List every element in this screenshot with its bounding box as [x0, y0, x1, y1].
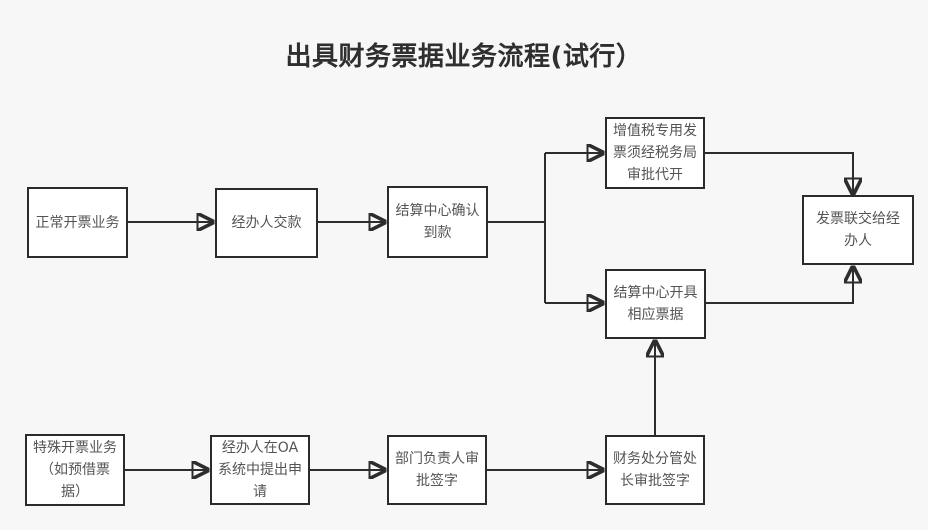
node-special-invoice-label: 特殊开票业务 （如预借票 据）	[33, 440, 117, 500]
edge-issue-to-deliver	[706, 268, 853, 304]
node-issue-bills-label: 结算中心开具 相应票据	[613, 285, 698, 323]
node-oa-apply: 经办人在OA 系统中提出申 请	[210, 435, 310, 505]
node-handler-payment: 经办人交款	[215, 188, 318, 258]
node-deliver-invoice: 发票联交给经 办人	[802, 195, 914, 265]
node-vat-approval: 增值税专用发 票须经税务局 审批代开	[605, 117, 705, 189]
node-handler-payment-label: 经办人交款	[231, 215, 302, 231]
edge-confirm-to-junction	[488, 153, 546, 303]
node-dept-sign: 部门负责人审 批签字	[387, 435, 487, 505]
node-director-sign-label: 财务处分管处 长审批签字	[613, 451, 697, 489]
node-oa-apply-label: 经办人在OA 系统中提出申 请	[218, 440, 302, 500]
node-confirm-payment: 结算中心确认 到款	[387, 186, 488, 258]
node-normal-invoice-label: 正常开票业务	[35, 214, 120, 231]
page-title: 出具财务票据业务流程(试行）	[285, 42, 643, 72]
node-normal-invoice: 正常开票业务	[27, 187, 128, 258]
node-director-sign: 财务处分管处 长审批签字	[605, 435, 705, 505]
node-vat-approval-label: 增值税专用发 票须经税务局 审批代开	[613, 123, 697, 183]
edge-vat-to-deliver	[705, 152, 853, 193]
node-special-invoice: 特殊开票业务 （如预借票 据）	[25, 434, 125, 506]
node-confirm-payment-label: 结算中心确认 到款	[395, 203, 480, 241]
node-dept-sign-label: 部门负责人审 批签字	[395, 451, 479, 489]
node-deliver-invoice-label: 发票联交给经 办人	[816, 211, 900, 249]
node-issue-bills: 结算中心开具 相应票据	[605, 269, 706, 339]
